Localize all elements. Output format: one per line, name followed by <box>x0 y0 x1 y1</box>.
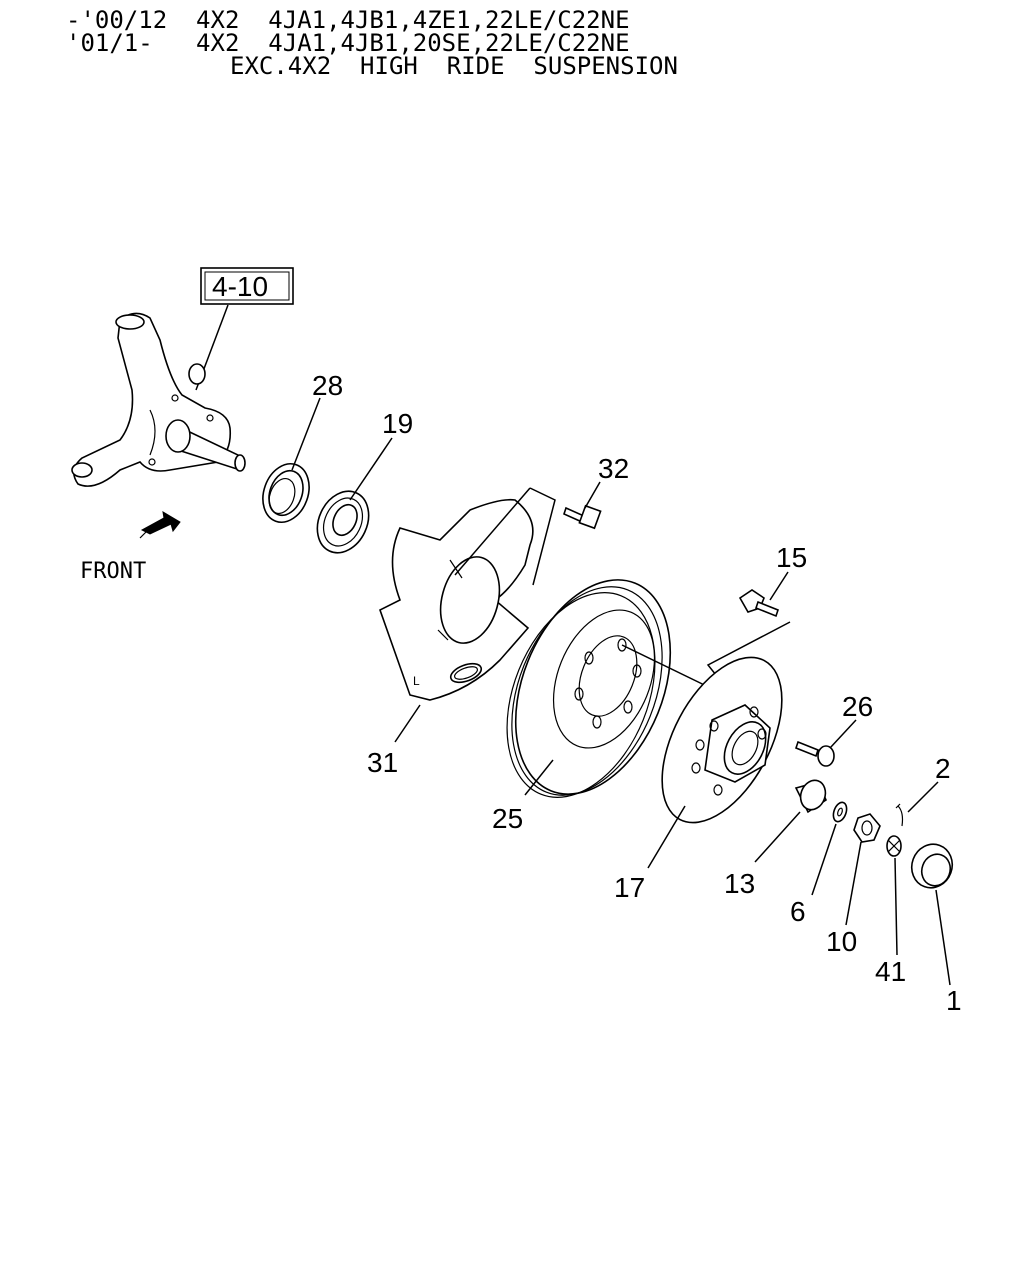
reference-box-4-10[interactable]: 4-10 <box>200 267 294 305</box>
wheel-bolt <box>795 740 835 767</box>
shield-side-mark: L <box>413 674 420 688</box>
leader-41 <box>894 857 898 956</box>
leader-2 <box>907 781 939 813</box>
callout-32[interactable]: 32 <box>598 453 629 484</box>
leader-31 <box>394 704 421 743</box>
leader-13 <box>754 811 801 863</box>
front-direction-arrow <box>139 511 181 539</box>
leader-6 <box>811 823 837 896</box>
header-line-2: '01/1- 4X2 4JA1,4JB1,20SE,22LE/C22NE <box>66 29 630 57</box>
cotter-pin <box>895 803 904 827</box>
callout-13[interactable]: 13 <box>724 868 755 899</box>
wheel-hub <box>661 656 783 824</box>
leader-17 <box>647 805 686 869</box>
header-line-3: EXC.4X2 HIGH RIDE SUSPENSION <box>230 52 678 80</box>
callout-numbers: 28 19 32 15 26 2 31 25 17 13 6 10 41 1 <box>312 370 962 1016</box>
callout-17[interactable]: 17 <box>614 872 645 903</box>
callout-6[interactable]: 6 <box>790 896 806 927</box>
callout-leader-lines <box>291 397 951 986</box>
dust-shield: L <box>379 498 534 701</box>
callout-2[interactable]: 2 <box>935 753 951 784</box>
reference-box-label: 4-10 <box>212 271 268 302</box>
shield-bolt <box>563 504 602 530</box>
callout-41[interactable]: 41 <box>875 956 906 987</box>
leader-15 <box>769 571 789 601</box>
leader-19 <box>349 437 393 501</box>
callout-28[interactable]: 28 <box>312 370 343 401</box>
nut-lock-cap <box>886 835 902 857</box>
diagram-header: -'00/12 4X2 4JA1,4JB1,4ZE1,22LE/C22NE '0… <box>66 6 678 80</box>
leader-28 <box>291 397 321 471</box>
oil-seal <box>262 463 310 523</box>
hub-nut <box>853 813 881 843</box>
brake-disc <box>506 579 672 798</box>
hub-bolt <box>738 589 779 618</box>
leader-32-bracket <box>529 487 556 586</box>
outer-bearing <box>794 779 828 814</box>
callout-26[interactable]: 26 <box>842 691 873 722</box>
callout-10[interactable]: 10 <box>826 926 857 957</box>
leader-32-shield <box>454 487 531 576</box>
leader-10 <box>845 841 862 926</box>
washer <box>832 801 848 823</box>
leader-1 <box>935 889 951 986</box>
leader-32 <box>584 481 601 509</box>
callout-25[interactable]: 25 <box>492 803 523 834</box>
callout-31[interactable]: 31 <box>367 747 398 778</box>
callout-19[interactable]: 19 <box>382 408 413 439</box>
callout-1[interactable]: 1 <box>946 985 962 1016</box>
leader-26 <box>829 719 857 749</box>
inner-bearing <box>316 490 370 554</box>
header-line-1: -'00/12 4X2 4JA1,4JB1,4ZE1,22LE/C22NE <box>66 6 630 34</box>
grease-cap <box>910 843 954 889</box>
steering-knuckle <box>71 312 246 487</box>
front-label: FRONT <box>80 559 146 584</box>
leader-25 <box>524 759 554 796</box>
callout-15[interactable]: 15 <box>776 542 807 573</box>
